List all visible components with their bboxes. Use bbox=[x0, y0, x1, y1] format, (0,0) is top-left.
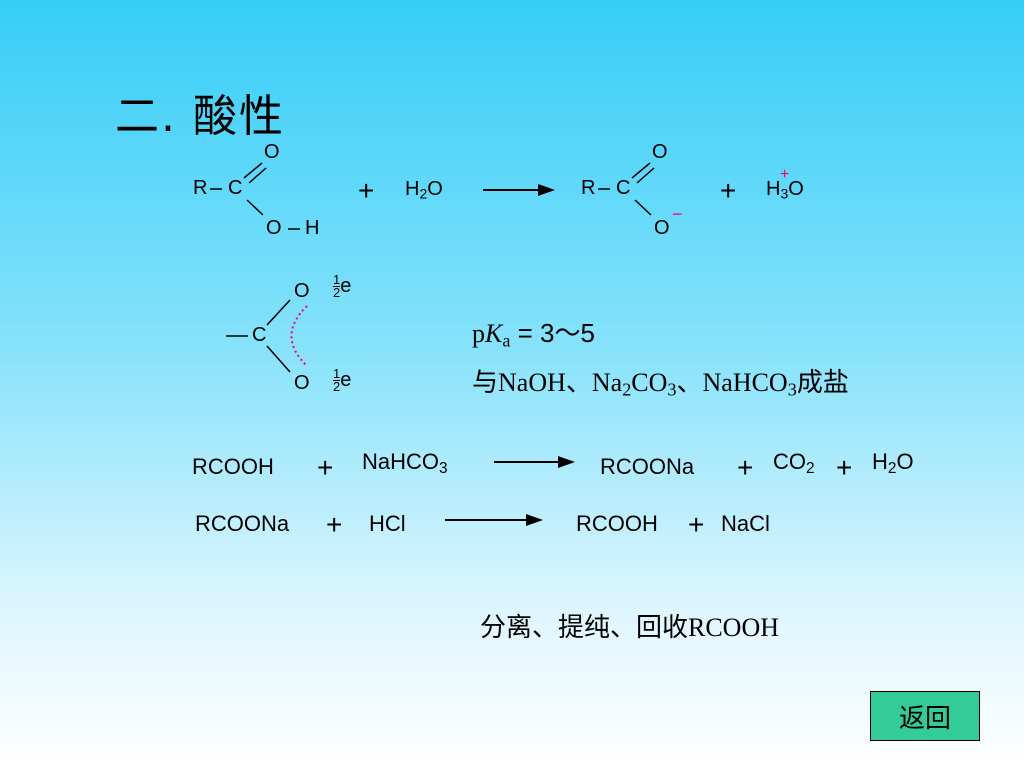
plus-sign: + bbox=[688, 509, 705, 540]
atom-c-right: C bbox=[616, 177, 631, 199]
separation-note: 分离、提纯、回收RCOOH bbox=[480, 613, 780, 642]
bond-c-o-single-left bbox=[246, 199, 264, 216]
eq3-product-acid: RCOOH bbox=[576, 511, 658, 536]
positive-charge: + bbox=[780, 166, 790, 183]
plus-sign: + bbox=[326, 509, 343, 540]
reaction-arrow-3-head bbox=[526, 514, 543, 526]
atom-h-left: H bbox=[305, 217, 320, 239]
atom-r-left: R bbox=[193, 177, 208, 199]
reaction-arrow-2-head bbox=[558, 456, 575, 468]
bond-c-o-double-c bbox=[631, 162, 651, 179]
eq2-reactant-acid: RCOOH bbox=[192, 454, 274, 479]
bond-c-o-double-b bbox=[248, 167, 267, 184]
bond-carboxylate-bottom bbox=[266, 345, 291, 373]
eq2-reactant-bicarbonate: NaHCO3 bbox=[362, 449, 448, 477]
water-formula: H2O bbox=[405, 178, 443, 202]
reaction-arrow-1-head bbox=[538, 184, 555, 196]
hydronium-formula: H3O bbox=[766, 178, 804, 202]
eq2-product-salt: RCOONa bbox=[600, 454, 695, 479]
pka-line: pKa = 3～5 bbox=[472, 318, 595, 351]
plus-sign: + bbox=[737, 452, 754, 483]
page-title: 二. 酸性 bbox=[115, 91, 285, 142]
plus-sign: + bbox=[358, 175, 375, 206]
eq3-product-nacl: NaCl bbox=[721, 511, 770, 536]
eq2-product-co2: CO2 bbox=[773, 449, 815, 477]
bond-carboxylate-top bbox=[266, 299, 291, 326]
atom-o-top-left: O bbox=[264, 141, 280, 163]
atom-c-left: C bbox=[228, 177, 243, 199]
delocalization-arc bbox=[290, 305, 308, 367]
eq3-reactant-hcl: HCl bbox=[369, 511, 406, 536]
salt-formation-line: 与NaOH、Na2CO3、NaHCO3成盐 bbox=[472, 368, 849, 400]
plus-sign: + bbox=[836, 452, 853, 483]
bond-c-o-double-d bbox=[636, 167, 655, 184]
eq3-reactant-salt: RCOONa bbox=[195, 511, 290, 536]
atom-o-top-right: O bbox=[652, 141, 668, 163]
carboxylate-c: C bbox=[252, 324, 267, 346]
atom-o-bottom-left: O bbox=[266, 217, 282, 239]
atom-o-bottom-right: O bbox=[654, 217, 670, 239]
eq2-product-water: H2O bbox=[872, 449, 914, 477]
plus-sign: + bbox=[317, 452, 334, 483]
return-button[interactable]: 返回 bbox=[870, 691, 980, 741]
carboxylate-o-bottom: O bbox=[294, 372, 310, 394]
atom-r-right: R bbox=[581, 177, 596, 199]
carboxylate-o-top: O bbox=[294, 280, 310, 302]
plus-sign: + bbox=[720, 175, 737, 206]
negative-charge: − bbox=[672, 204, 683, 224]
bond-c-o-single-right bbox=[634, 199, 652, 216]
bond-c-o-double-a bbox=[243, 162, 263, 179]
